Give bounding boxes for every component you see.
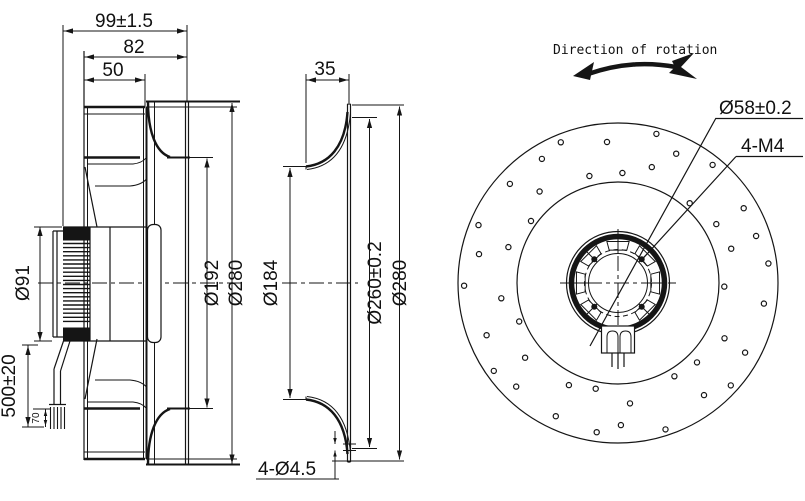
hub-support-cone: [84, 166, 98, 400]
bell-curve-top: [305, 111, 349, 168]
motor-body: [63, 226, 147, 342]
direction-of-rotation-label: Direction of rotation: [553, 43, 717, 58]
balancing-holes: [460, 130, 772, 436]
shroud-cone: [95, 179, 147, 187]
dim-wire-strip-label: 70: [31, 412, 42, 424]
impeller-outer-circle: [457, 122, 779, 444]
rotation-arrow-icon: [573, 53, 697, 80]
callout-leader-bolt-circle: [589, 117, 803, 347]
cable-wires: [611, 353, 625, 369]
motor-section: [52, 166, 162, 400]
inlet-plate: [346, 103, 352, 463]
center-crosshair: [560, 229, 676, 345]
motor-hub: [560, 229, 676, 369]
dim-line: [34, 226, 62, 342]
motor-rear-cover: [52, 230, 63, 338]
inlet-bell-top: [146, 101, 171, 159]
right-view-front: Direction of rotation Ø58±0.2 4: [457, 43, 803, 444]
mounting-hole-section: [343, 443, 356, 451]
inlet-bell-bottom: [146, 407, 171, 465]
dim-outer-diameter-label: Ø280: [226, 260, 247, 306]
dim-mid-outer-diameter-label: Ø280: [390, 260, 411, 306]
motor-front-boss: [146, 223, 162, 344]
dim-line: [305, 74, 350, 163]
wire-strands: [49, 407, 66, 429]
cable-assembly: [49, 340, 71, 429]
dim-motor-diameter-label: Ø91: [13, 265, 34, 301]
cable-conduit: [53, 340, 71, 404]
dim-hub-bolt-circle-label: Ø58±0.2: [719, 98, 792, 119]
dim-throat-diameter-label: Ø184: [261, 259, 282, 306]
shroud-roll-bottom: [88, 401, 147, 409]
dim-inlet-depth-label: 35: [314, 59, 335, 80]
dim-housing-depth-label: 82: [123, 37, 144, 58]
dim-impeller-depth-label: 50: [102, 60, 123, 81]
dim-line: [352, 117, 377, 449]
dim-bolt-circle-label: Ø260±0.2: [365, 241, 386, 324]
dim-cable-length-label: 500±20: [0, 354, 20, 417]
dimension-arrowheads: [25, 28, 403, 464]
dim-inlet-diameter-label: Ø192: [202, 260, 223, 306]
dim-line: [22, 344, 44, 428]
dim-mounting-holes-label: 4-Ø4.5: [258, 459, 316, 480]
callout-leader-threads: [641, 155, 803, 260]
left-view-section: 99±1.5 82 50: [0, 11, 247, 466]
shroud-cone-bottom: [95, 379, 147, 387]
cable-grommets: [606, 330, 632, 353]
bell-curve-top-inner: [305, 112, 351, 170]
dim-line: [332, 104, 404, 462]
motor-fin-band-bottom: [63, 327, 90, 341]
dim-overall-depth-label: 99±1.5: [95, 11, 153, 32]
motor-fin-band-top: [63, 227, 90, 241]
shroud-roll: [88, 157, 147, 165]
motor-cooling-fins: [63, 242, 90, 323]
bell-curve-bottom: [305, 398, 349, 455]
bell-curve-bottom-inner: [305, 396, 351, 454]
dim-hub-threads-label: 4-M4: [741, 136, 785, 157]
inlet-throat-circle: [516, 181, 720, 385]
middle-view-inlet-ring: 35 Ø184 Ø260±0.2 Ø280 4-Ø4.5: [256, 59, 411, 480]
